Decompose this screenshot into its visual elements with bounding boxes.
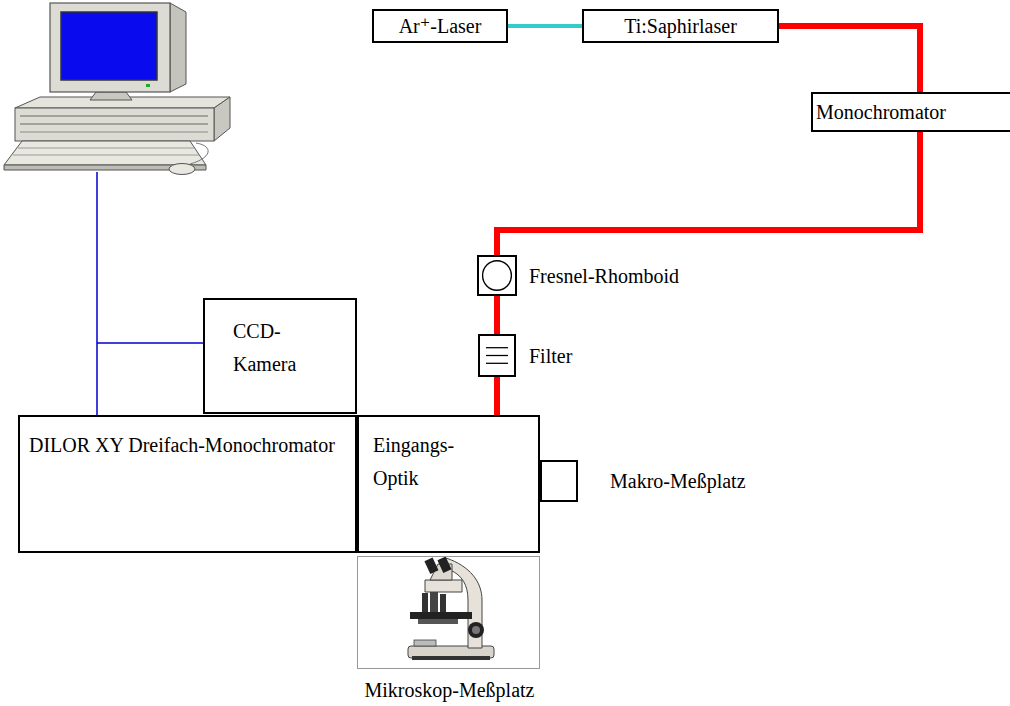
beam-line: [508, 24, 582, 28]
microscope-illustration: [408, 557, 494, 660]
symbol-label: Filter: [529, 344, 572, 368]
symbol-label: Makro-Meßplatz: [610, 469, 746, 493]
filter-symbol: Filter: [478, 334, 516, 377]
beam-path: [779, 26, 920, 92]
beam-line: [779, 26, 920, 92]
filter-outline: [480, 336, 514, 375]
monochromator-box: Monochromator: [811, 92, 1010, 132]
beam-path: [508, 26, 582, 27]
computer-illustration: [4, 3, 230, 175]
data-cable: [97, 172, 203, 415]
camera-box: CCD- Kamera: [203, 298, 357, 414]
box-label: CCD- Kamera: [233, 315, 318, 381]
rhomb-circle: [483, 261, 512, 291]
input-optics-box: Eingangs- Optik: [357, 415, 540, 553]
beam-path: [497, 377, 498, 415]
box-label: Monochromator: [816, 100, 946, 124]
microscope-station: Mikroskop-Meßplatz: [357, 556, 540, 669]
filter-line: [486, 347, 508, 348]
beam-path: [497, 296, 498, 334]
beam-line: [494, 296, 500, 334]
laser-box: Ar⁺-Laser: [372, 9, 508, 43]
beam-line: [494, 377, 500, 415]
box-label: DILOR XY Dreifach-Monochromator: [29, 429, 335, 462]
beam-line: [497, 132, 920, 255]
beam-path: [497, 132, 920, 255]
filter-line: [486, 355, 508, 356]
filter-line: [486, 363, 508, 364]
laser-box: Ti:Saphirlaser: [582, 9, 779, 43]
spectrometer-box: DILOR XY Dreifach-Monochromator: [18, 415, 357, 553]
box-label: Ar⁺-Laser: [399, 14, 482, 38]
box-label: Ti:Saphirlaser: [624, 14, 737, 38]
station-caption: Mikroskop-Meßplatz: [318, 678, 581, 702]
macro-station-symbol: Makro-Meßplatz: [540, 460, 578, 502]
symbol-label: Fresnel-Rhomboid: [529, 264, 679, 288]
fresnel-outline: [479, 257, 515, 294]
fresnel-rhomb-symbol: Fresnel-Rhomboid: [477, 255, 517, 296]
box-label: Eingangs- Optik: [373, 429, 483, 495]
